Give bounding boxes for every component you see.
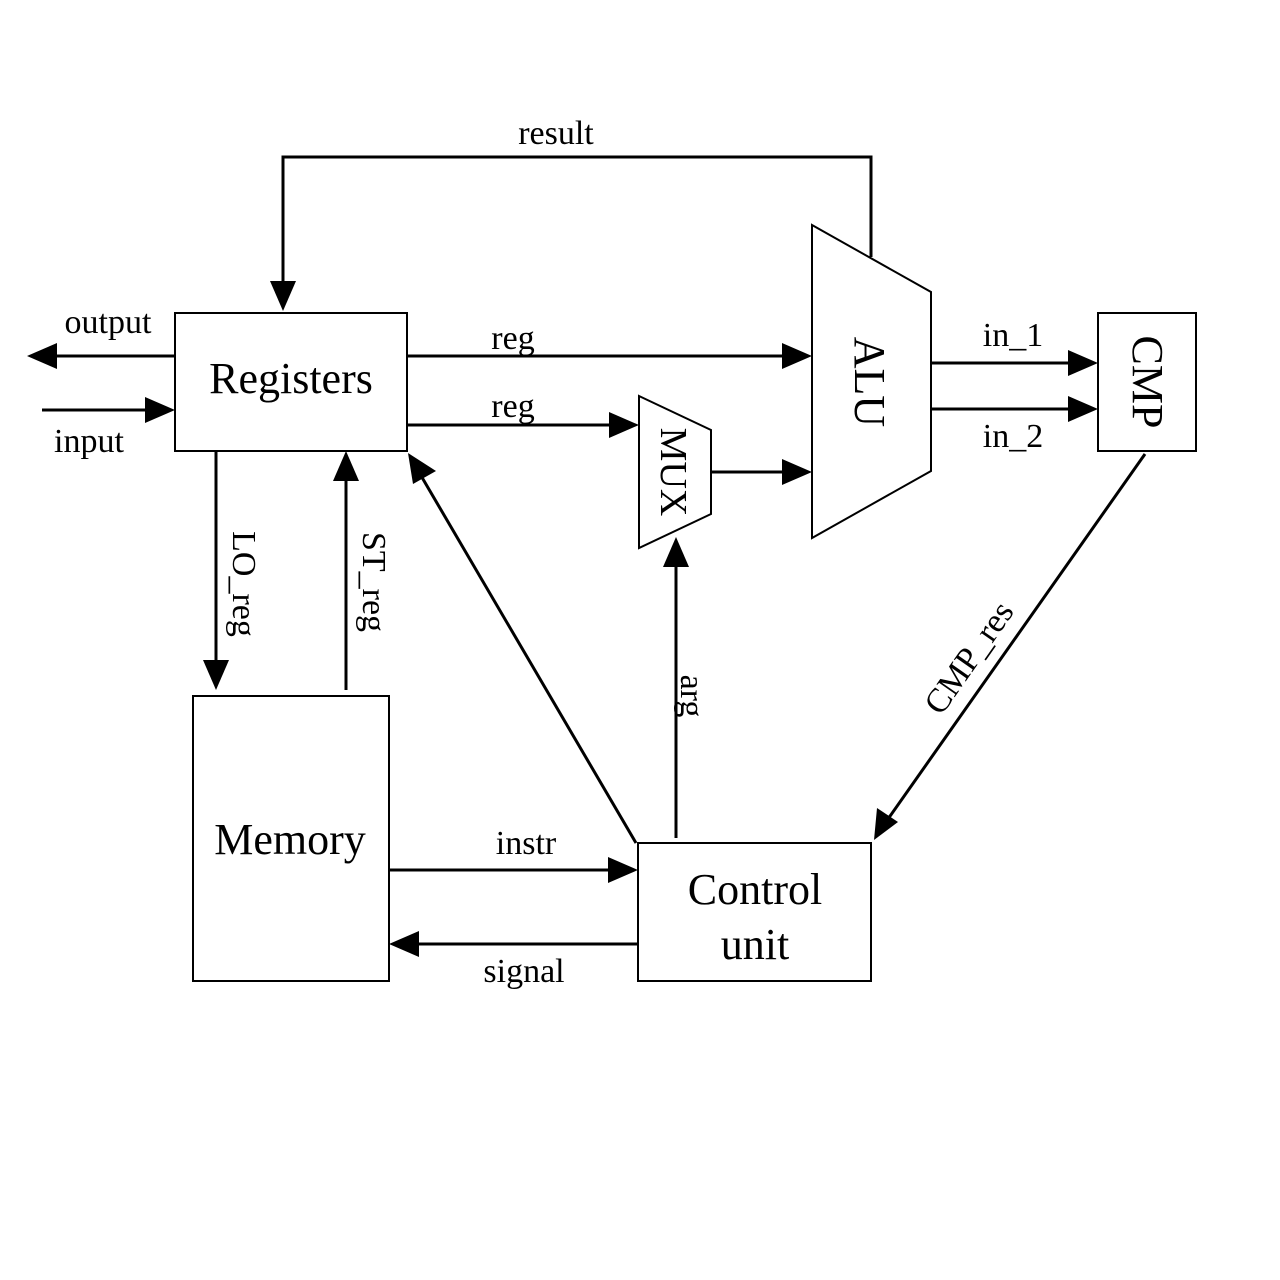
- instr-label: instr: [496, 825, 557, 862]
- input-wire: [42, 397, 175, 423]
- instr-wire: [389, 857, 638, 883]
- output-wire: [27, 343, 175, 369]
- reg-to-mux-wire: [407, 412, 639, 438]
- arg-label: arg: [673, 675, 710, 718]
- arg-wire: [663, 537, 689, 838]
- reg-to-alu-label: reg: [491, 320, 534, 357]
- mux-label: MUX: [652, 428, 694, 517]
- cmp-block: CMP: [1097, 312, 1197, 452]
- signal-label: signal: [483, 953, 564, 990]
- cmp-label: CMP: [1123, 336, 1172, 429]
- cmp-res-wire: [874, 453, 1147, 840]
- in-2-wire: [931, 396, 1098, 422]
- st-reg-label: ST_reg: [355, 532, 392, 632]
- input-label: input: [54, 423, 124, 460]
- alu-label: ALU: [845, 337, 894, 427]
- reg-to-alu-wire: [407, 343, 812, 369]
- lo-reg-wire: [203, 451, 229, 690]
- result-label: result: [518, 115, 594, 152]
- memory-label: Memory: [214, 815, 366, 864]
- lo-reg-label: LO_reg: [225, 531, 262, 637]
- memory-block: Memory: [192, 695, 390, 982]
- reg-to-mux-label: reg: [491, 388, 534, 425]
- registers-label: Registers: [209, 354, 373, 403]
- registers-block: Registers: [174, 312, 408, 452]
- signal-wire: [389, 931, 638, 957]
- in-1-label: in_1: [983, 317, 1043, 354]
- mux-to-alu-wire: [711, 459, 812, 485]
- control-unit-block: Control unit: [637, 842, 872, 982]
- st-reg-wire: [333, 451, 359, 690]
- control-to-registers-wire: [408, 453, 638, 844]
- alu-block: ALU: [811, 223, 932, 540]
- result-wire: [270, 155, 873, 311]
- mux-block: MUX: [638, 394, 712, 550]
- control-unit-label-line2: unit: [721, 920, 789, 969]
- output-label: output: [65, 304, 152, 341]
- in-2-label: in_2: [983, 418, 1043, 455]
- control-unit-label-line1: Control: [688, 865, 822, 914]
- in-1-wire: [931, 350, 1098, 376]
